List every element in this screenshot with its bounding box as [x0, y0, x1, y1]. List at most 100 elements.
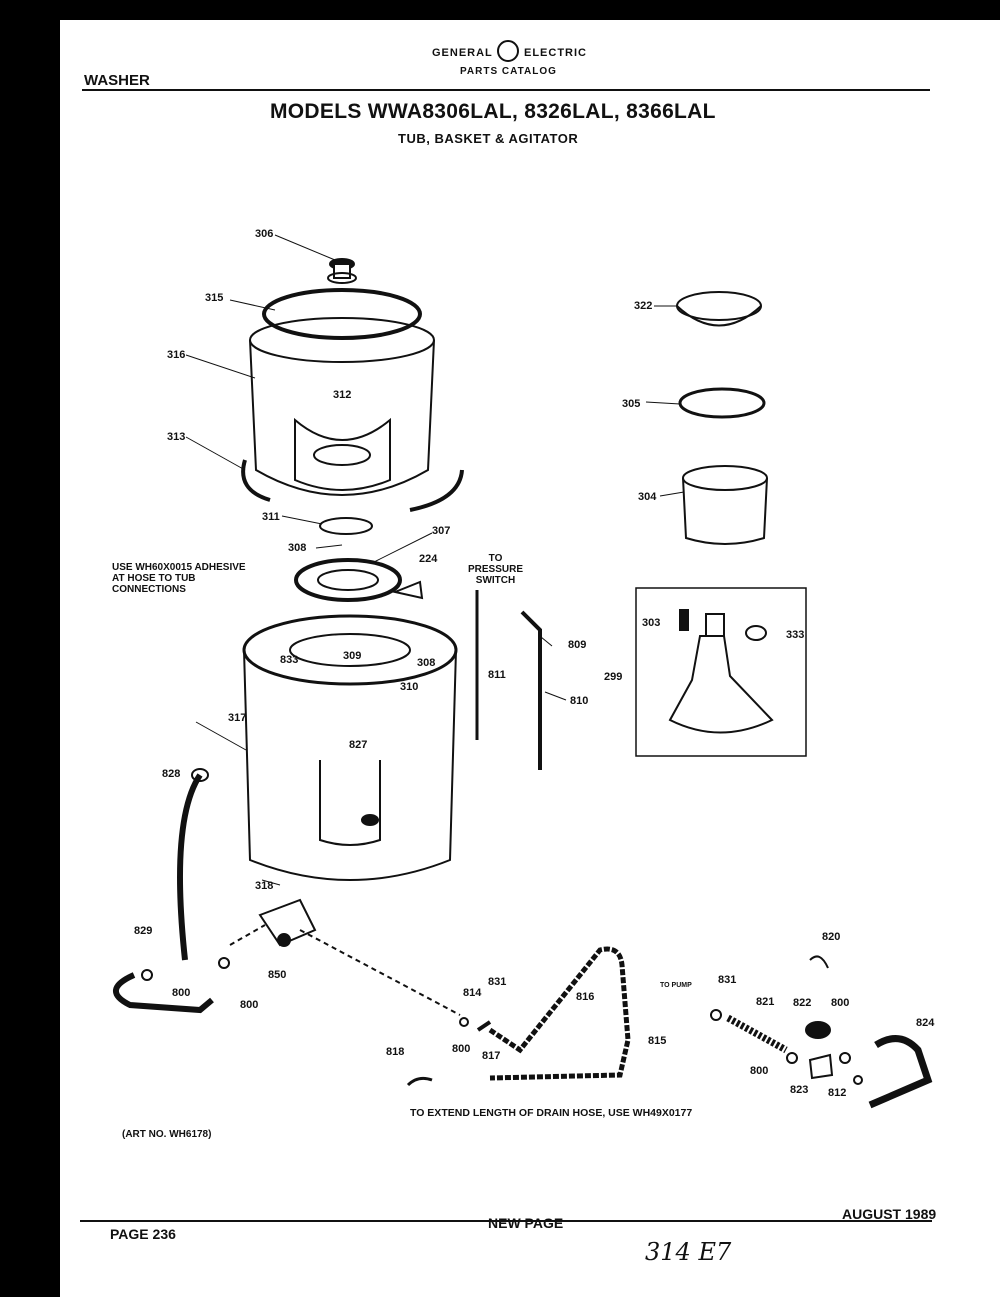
part-299-box: [635, 587, 807, 757]
section-label: WASHER: [84, 72, 150, 89]
part-814-clamp: [459, 1017, 469, 1027]
handwritten-note: 314 E7: [645, 1238, 732, 1266]
part-label-800: 800: [452, 1043, 470, 1055]
part-label-809: 809: [568, 639, 586, 651]
part-label-306: 306: [255, 228, 273, 240]
part-label-305: 305: [622, 398, 640, 410]
part-label-304: 304: [638, 491, 657, 503]
part-label-810: 810: [570, 695, 588, 707]
part-label-322: 322: [634, 300, 652, 312]
part-311-ring: [319, 517, 373, 535]
part-label-800: 800: [172, 987, 190, 999]
part-820-clip: [809, 955, 829, 969]
part-828-end: [191, 768, 209, 782]
part-label-814: 814: [463, 987, 482, 999]
ge-logo-icon: [497, 40, 519, 62]
part-label-811: 811: [488, 669, 506, 681]
part-label-307: 307: [432, 525, 450, 537]
part-label-833: 833: [280, 654, 298, 666]
catalog-sheet: [60, 20, 1000, 1297]
part-label-823: 823: [790, 1084, 808, 1096]
part-label-303: 303: [642, 617, 660, 629]
brand-electric: ELECTRIC: [524, 47, 587, 59]
part-label-828: 828: [162, 768, 180, 780]
art-number: (ART NO. WH6178): [122, 1129, 212, 1140]
catalog-date: AUGUST 1989: [842, 1206, 937, 1222]
part-800-clamp: [141, 969, 153, 981]
part-label-299: 299: [604, 671, 622, 683]
adhesive-note: USE WH60X0015 ADHESIVE AT HOSE TO TUB CO…: [112, 562, 246, 595]
part-label-831: 831: [718, 974, 736, 986]
part-label-224: 224: [419, 553, 438, 565]
part-label-315: 315: [205, 292, 223, 304]
part-304-cam: [682, 465, 768, 545]
part-label-layer: 306 315 316 312 313 311 308 307 224 322 305 304 303 3…: [134, 228, 935, 1099]
part-800-clamp-4: [839, 1052, 851, 1064]
part-label-817: 817: [482, 1050, 500, 1062]
part-label-309: 309: [343, 650, 361, 662]
part-label-800: 800: [831, 997, 849, 1009]
part-label-308: 308: [288, 542, 306, 554]
part-800-clamp-3: [786, 1052, 798, 1064]
part-label-311: 311: [262, 511, 280, 523]
part-label-313: 313: [167, 431, 185, 443]
part-307-hub: [294, 558, 402, 602]
part-label-333: 333: [786, 629, 804, 641]
part-313-ring: [241, 459, 464, 512]
part-label-318: 318: [255, 880, 273, 892]
part-818-clip: [406, 1076, 433, 1087]
part-322-cap: [676, 291, 762, 327]
pressure-switch-note: TO PRESSURE SWITCH: [468, 553, 524, 586]
part-label-818: 818: [386, 1046, 404, 1058]
part-812-clamp: [853, 1075, 863, 1085]
header-rule: [82, 89, 930, 91]
drain-hose-note: TO EXTEND LENGTH OF DRAIN HOSE, USE WH49…: [410, 1107, 693, 1119]
part-label-816: 816: [576, 991, 594, 1003]
part-224-clip: [391, 580, 424, 600]
part-label-829: 829: [134, 925, 152, 937]
part-label-317: 317: [228, 712, 246, 724]
to-pump-note: TO PUMP: [660, 982, 692, 989]
part-316-basket: [249, 317, 435, 496]
part-label-310: 310: [400, 681, 418, 693]
part-821-hose: [726, 1014, 788, 1054]
part-303-spline: [679, 609, 689, 631]
part-824-hose: [868, 1035, 933, 1109]
part-label-815: 815: [648, 1035, 666, 1047]
part-label-821: 821: [756, 996, 774, 1008]
part-800-clamp-2: [218, 957, 230, 969]
part-label-800: 800: [750, 1065, 768, 1077]
diagram-subtitle: TUB, BASKET & AGITATOR: [398, 131, 579, 146]
part-317-tub: [242, 614, 458, 881]
part-306-cap: [327, 258, 357, 284]
part-label-812: 812: [828, 1087, 846, 1099]
part-label-316: 316: [167, 349, 185, 361]
part-label-822: 822: [793, 997, 811, 1009]
part-label-850: 850: [268, 969, 286, 981]
part-label-800: 800: [240, 999, 258, 1011]
part-label-308: 308: [417, 657, 435, 669]
part-828-hose: [177, 773, 203, 961]
part-810-hose: [520, 610, 542, 770]
part-label-831: 831: [488, 976, 506, 988]
part-831-clamp: [710, 1009, 722, 1021]
part-label-312: 312: [333, 389, 351, 401]
models-title: MODELS WWA8306LAL, 8326LAL, 8366LAL: [270, 100, 716, 123]
part-829-hose: [113, 972, 214, 1014]
part-333-cap: [745, 625, 767, 641]
new-page-label: NEW PAGE: [488, 1215, 564, 1231]
part-823-connector: [808, 1053, 834, 1080]
part-850-pump: [258, 898, 317, 947]
footer-rule: [80, 1220, 932, 1222]
part-831-coupling: [476, 1020, 492, 1032]
part-label-827: 827: [349, 739, 367, 751]
brand-general: GENERAL: [432, 47, 493, 59]
part-label-820: 820: [822, 931, 840, 943]
part-315-balance-ring: [262, 288, 422, 340]
part-815-drain-hose: [488, 946, 631, 1081]
part-label-824: 824: [916, 1017, 935, 1029]
parts-catalog-label: PARTS CATALOG: [460, 66, 557, 77]
part-299-agitator: [668, 613, 774, 734]
part-305-ring: [678, 387, 766, 419]
